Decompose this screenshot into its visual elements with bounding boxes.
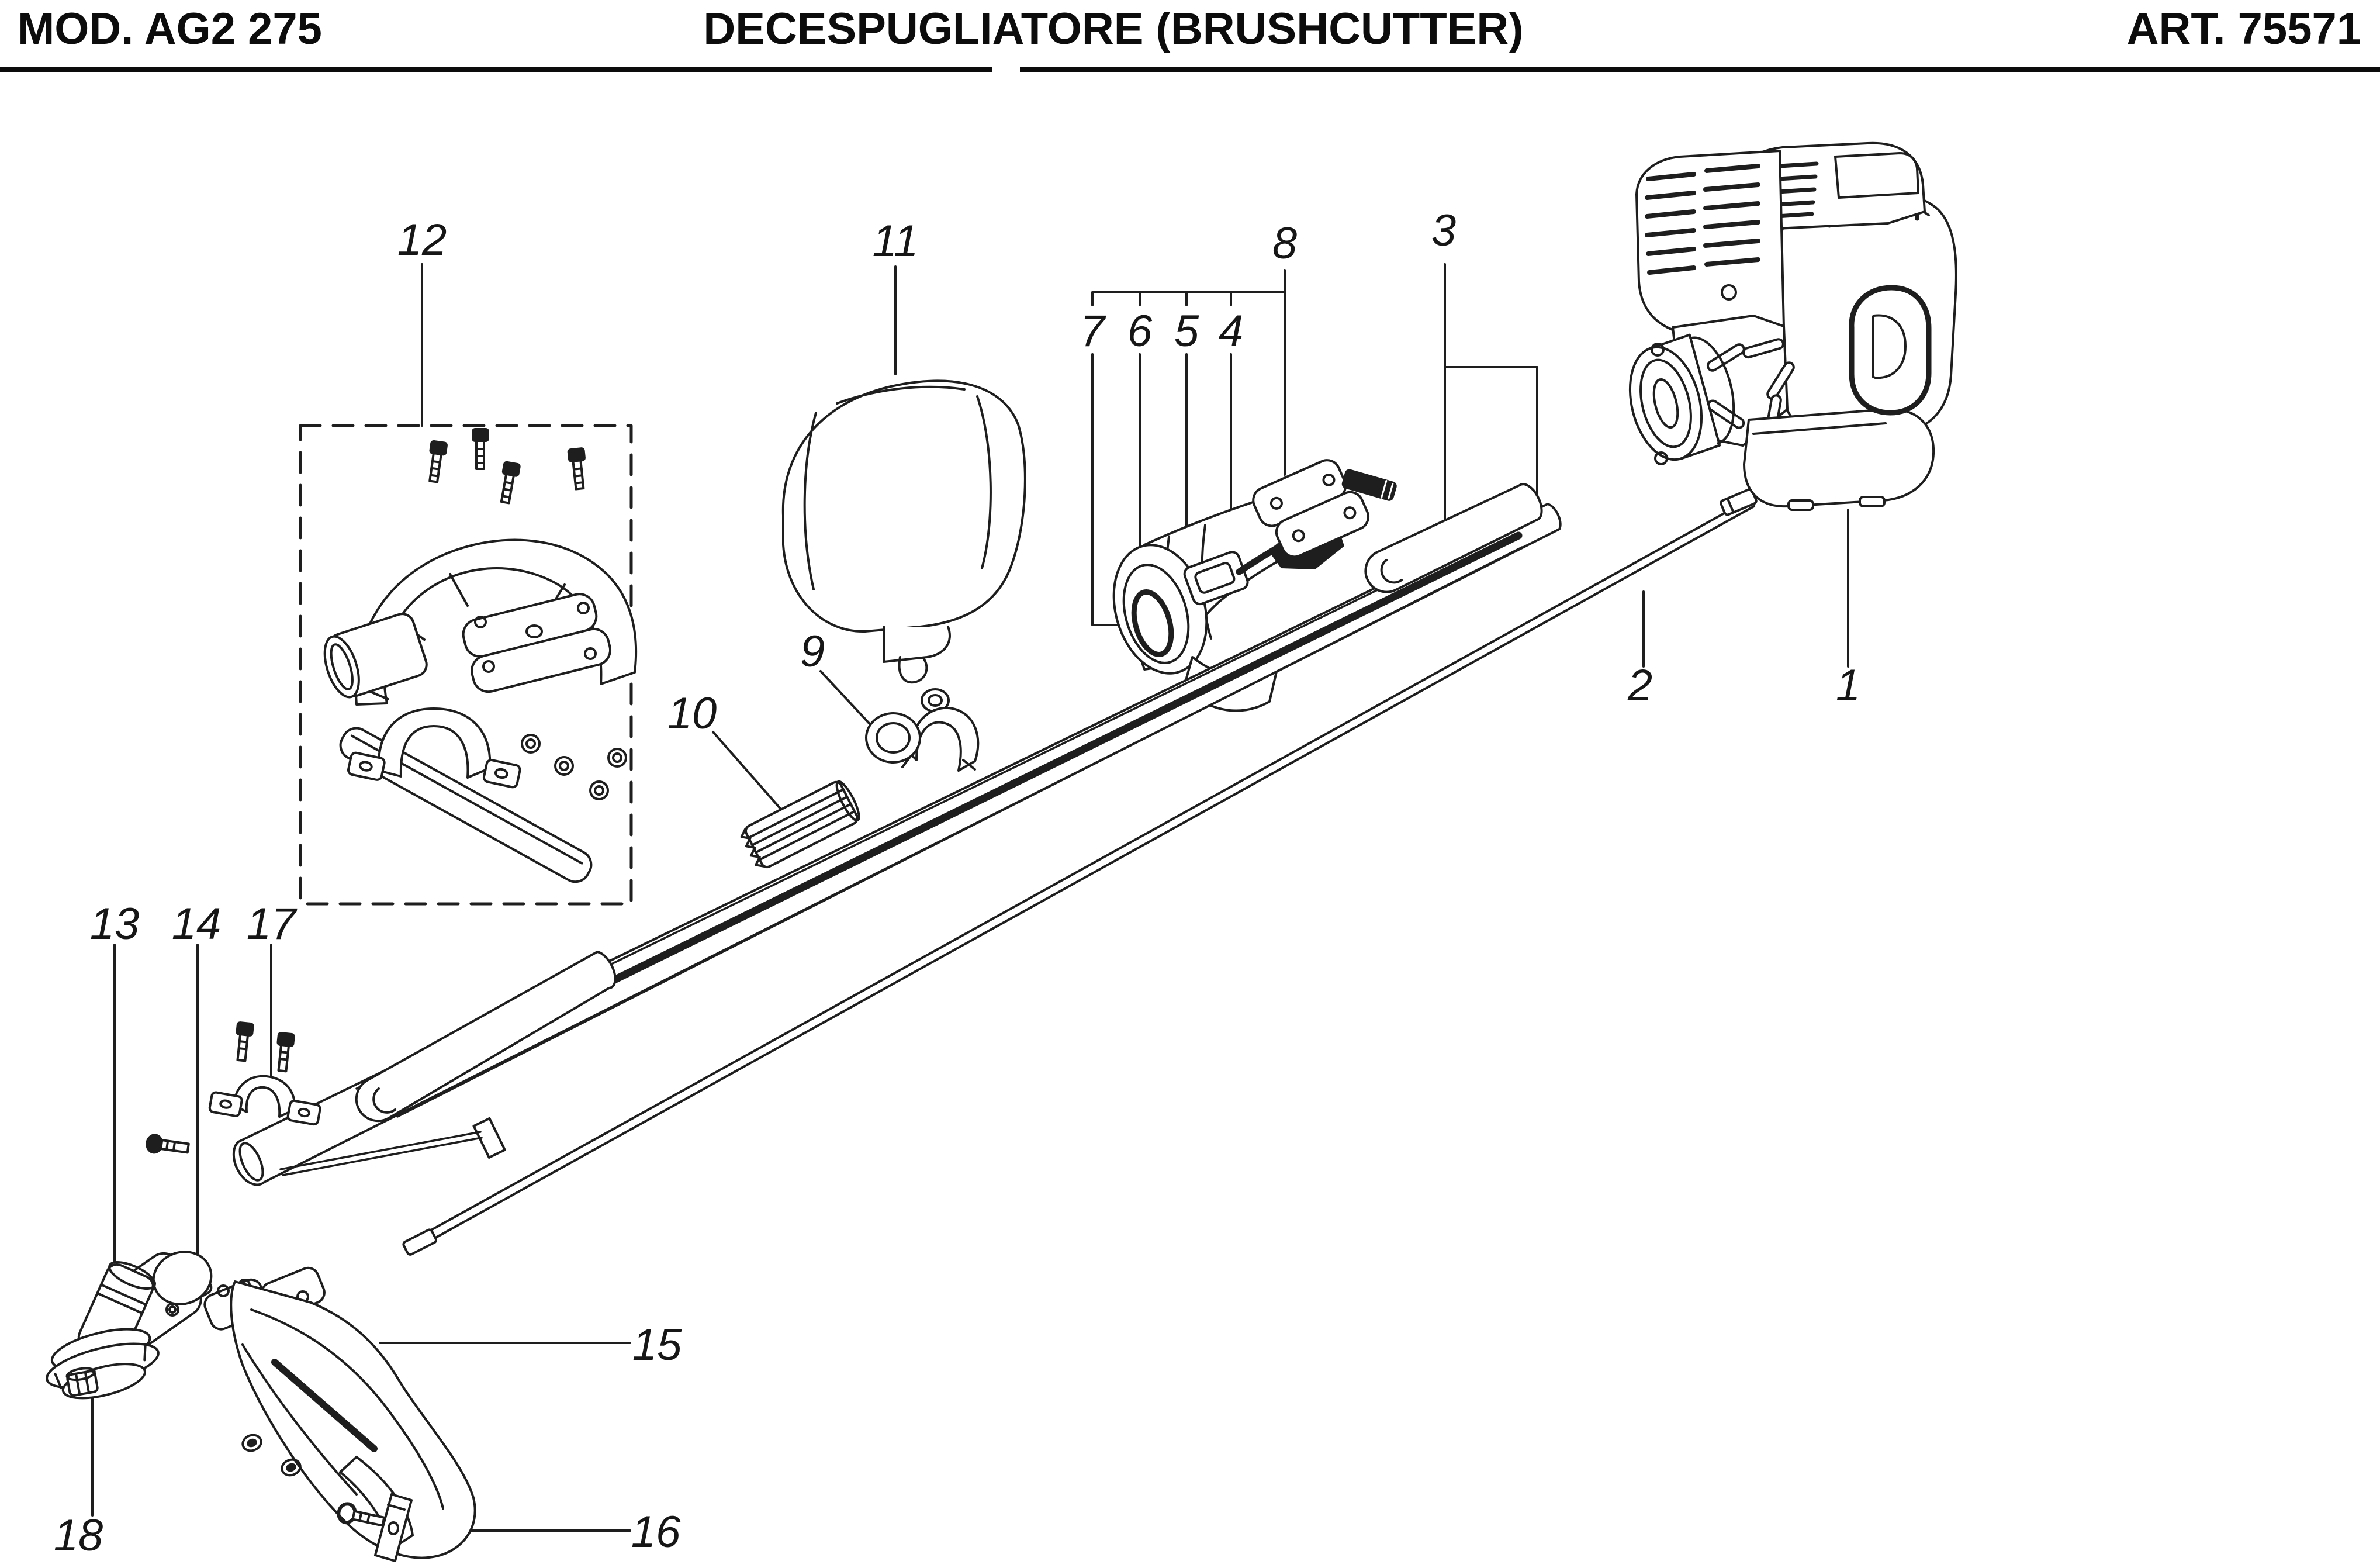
- cable-clamp: [865, 688, 980, 772]
- callout-12: 12: [397, 215, 447, 265]
- handle-bracket-bar: [339, 707, 627, 883]
- callout-17: 17: [247, 899, 298, 949]
- callout-1: 1: [1836, 661, 1860, 710]
- callout-14: 14: [172, 899, 222, 949]
- callout-2: 2: [1627, 661, 1652, 710]
- cover-part: [781, 379, 1026, 684]
- gearhead-bolt: [146, 1134, 190, 1154]
- callout-13: 13: [90, 899, 140, 949]
- callout-15: 15: [632, 1320, 682, 1370]
- handle-nuts: [521, 734, 627, 800]
- callout-4: 4: [1219, 306, 1243, 356]
- blade-nut: [65, 1367, 99, 1397]
- safety-guard: [203, 1266, 476, 1559]
- callout-7: 7: [1080, 306, 1106, 356]
- engine: [1628, 141, 1957, 511]
- callout-16: 16: [631, 1507, 681, 1557]
- article-number: ART. 75571: [2126, 4, 2361, 54]
- header-rule-right: [1020, 67, 2380, 72]
- shaft-cover-channel-left: [355, 951, 617, 1123]
- splined-coupler: [740, 780, 860, 869]
- angle-transmission: [46, 1251, 213, 1400]
- callout-11: 11: [873, 216, 919, 266]
- handle-kit-screws: [428, 428, 586, 505]
- callout-10: 10: [667, 689, 717, 738]
- callout-5: 5: [1174, 306, 1199, 356]
- callout-9: 9: [800, 627, 825, 676]
- model-label: MOD. AG2 275: [18, 4, 322, 54]
- saddle-clamp: [208, 1021, 321, 1126]
- page-title: DECESPUGLIATORE (BRUSHCUTTER): [703, 4, 1524, 54]
- drive-shaft-rod: [402, 488, 1758, 1256]
- shaft-cover-channel-right: [1364, 483, 1543, 593]
- callout-8: 8: [1272, 219, 1297, 268]
- blade-part: [337, 1493, 413, 1562]
- handle-clamp: [462, 593, 611, 693]
- callout-3: 3: [1431, 206, 1456, 255]
- callout-labels: 1 2 3 4 5 6 7 8 9 10 11 12 13 14 15 16 1…: [54, 206, 1860, 1560]
- throttle-handle: [1112, 459, 1397, 712]
- header-rule-left: [0, 67, 992, 72]
- callout-18: 18: [54, 1511, 103, 1560]
- handle-grip-sleeve: [323, 613, 428, 699]
- callout-6: 6: [1127, 306, 1153, 356]
